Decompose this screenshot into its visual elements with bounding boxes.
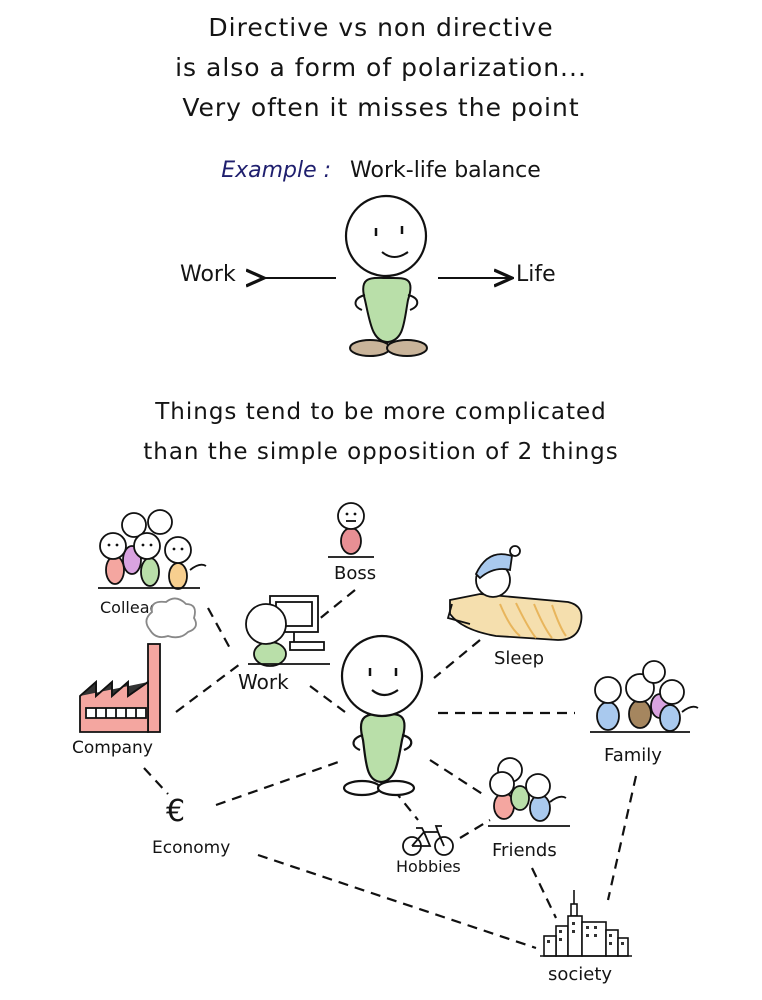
node-label-sleep: Sleep <box>494 648 545 669</box>
node-label-work: Work <box>238 670 289 694</box>
friends-group <box>488 757 570 827</box>
node-label-society: society <box>548 964 613 985</box>
label-work-pole: Work <box>180 262 236 287</box>
node-label-economy: Economy <box>152 838 231 858</box>
city-icon <box>540 890 632 957</box>
subhead: Things tend to be more complicated than … <box>0 392 762 472</box>
boss-figure <box>328 502 374 558</box>
bicycle-icon <box>402 825 454 856</box>
headline: Directive vs non directive is also a for… <box>0 8 762 128</box>
colleagues-group <box>98 509 207 590</box>
balance-figure <box>262 194 510 357</box>
headline-line-3: Very often it misses the point <box>182 93 580 122</box>
node-label-family: Family <box>604 745 662 766</box>
headline-line-1: Directive vs non directive <box>208 13 554 42</box>
example-text: Work-life balance <box>350 158 541 183</box>
family-group <box>590 660 699 733</box>
factory-icon <box>79 597 197 733</box>
sleep-figure <box>446 545 583 641</box>
subhead-line-2: than the simple opposition of 2 things <box>143 439 619 465</box>
euro-symbol: € <box>166 794 186 829</box>
connector-lines <box>143 589 638 950</box>
work-computer <box>245 595 330 667</box>
balance-head <box>344 194 428 278</box>
example-line: Example : Work-life balance <box>0 158 762 183</box>
node-label-boss: Boss <box>334 563 377 584</box>
node-label-company: Company <box>72 738 153 758</box>
node-label-hobbies: Hobbies <box>396 857 461 876</box>
subhead-line-1: Things tend to be more complicated <box>155 399 607 425</box>
example-label: Example : <box>221 158 332 183</box>
central-person <box>340 634 424 797</box>
node-label-friends: Friends <box>492 840 557 861</box>
label-life-pole: Life <box>516 262 556 287</box>
headline-line-2: is also a form of polarization... <box>175 53 587 82</box>
